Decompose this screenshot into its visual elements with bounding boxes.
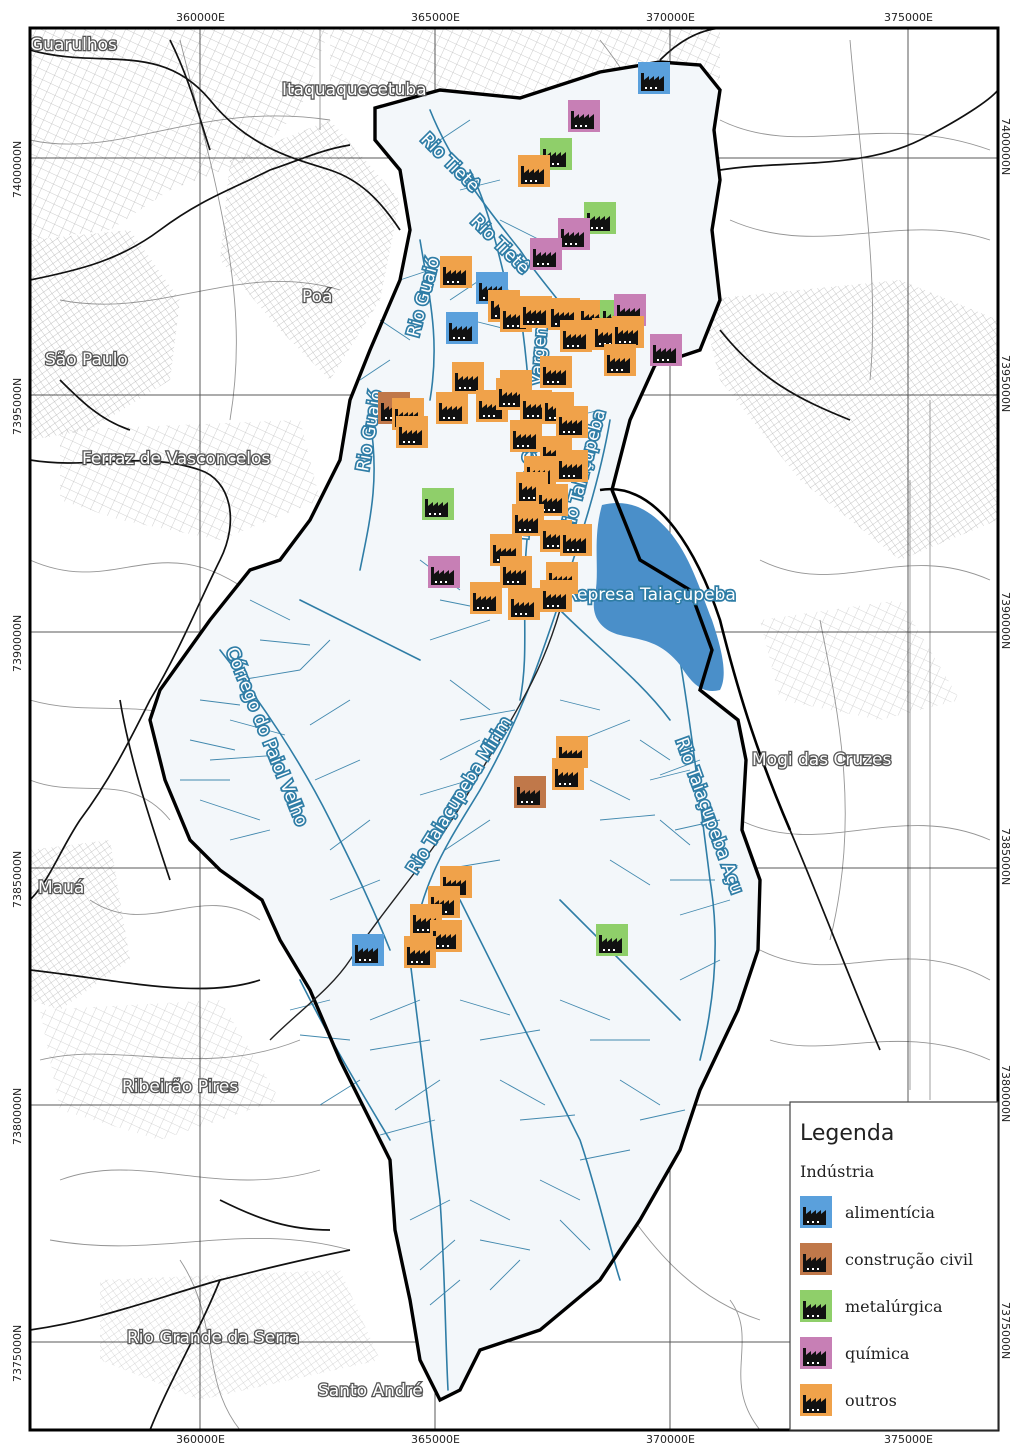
factory-icon xyxy=(446,312,478,344)
grid-label: 7390000N xyxy=(11,615,24,672)
factory-icon xyxy=(596,924,628,956)
watershed-boundary xyxy=(148,60,762,1403)
legend-title: Legenda xyxy=(800,1121,894,1146)
place-label: Poá xyxy=(302,287,332,307)
grid-label: 7400000N xyxy=(999,118,1011,175)
boundary-line-east xyxy=(599,487,792,831)
factory-icon xyxy=(568,100,600,132)
place-label: Guarulhos xyxy=(30,35,117,55)
factory-icon xyxy=(396,416,428,448)
place-labels: Guarulhos Itaquaquecetuba Poá São Paulo … xyxy=(30,34,893,1403)
place-label: Santo André xyxy=(318,1381,423,1401)
reservoir-label: Represa Taiaçupeba xyxy=(566,585,736,605)
grid-label: 365000E xyxy=(411,11,460,24)
grid-labels-right: 7400000N 7395000N 7390000N 7385000N 7380… xyxy=(999,118,1011,1359)
legend-item-label: química xyxy=(845,1344,910,1363)
grid-labels-bottom: 360000E 365000E 370000E 375000E xyxy=(176,1433,933,1446)
place-label: São Paulo xyxy=(45,350,128,370)
place-label: Ferraz de Vasconcelos xyxy=(82,449,270,469)
place-label: Ribeirão Pires xyxy=(122,1077,238,1097)
factory-icon xyxy=(500,556,532,588)
legend-subtitle: Indústria xyxy=(800,1162,875,1181)
grid-label: 7385000N xyxy=(999,828,1011,885)
legend: Legenda Indústria alimentícia construção … xyxy=(789,1101,999,1431)
grid-labels-left: 7400000N 7395000N 7390000N 7385000N 7380… xyxy=(11,141,24,1382)
grid-label: 375000E xyxy=(884,1433,933,1446)
factory-icon xyxy=(556,406,588,438)
grid-label: 7395000N xyxy=(11,378,24,435)
factory-icon xyxy=(514,776,546,808)
factory-icon xyxy=(352,934,384,966)
factory-icon xyxy=(800,1290,832,1322)
factory-icon xyxy=(800,1337,832,1369)
grid-label: 370000E xyxy=(646,11,695,24)
factory-icon xyxy=(612,316,644,348)
factory-icon xyxy=(540,580,572,612)
factory-icon xyxy=(436,392,468,424)
grid-label: 7400000N xyxy=(11,141,24,198)
factory-icon xyxy=(800,1243,832,1275)
legend-item-label: outros xyxy=(845,1391,897,1410)
factory-icon xyxy=(540,356,572,388)
factory-icon xyxy=(470,582,502,614)
legend-item-label: construção civil xyxy=(845,1250,973,1269)
factory-icon xyxy=(800,1384,832,1416)
highway-line xyxy=(269,609,561,1041)
factory-icon xyxy=(518,155,550,187)
factory-icon xyxy=(404,936,436,968)
grid-label: 7395000N xyxy=(999,355,1011,412)
factory-icon xyxy=(530,238,562,270)
legend-box xyxy=(789,1101,999,1431)
grid-label: 7380000N xyxy=(999,1065,1011,1122)
grid-label: 375000E xyxy=(884,11,933,24)
grid-label: 7375000N xyxy=(11,1325,24,1382)
factory-icon xyxy=(440,256,472,288)
factory-icon xyxy=(800,1196,832,1228)
factory-icon xyxy=(452,362,484,394)
factory-icon xyxy=(560,524,592,556)
represa-taiacupeba xyxy=(593,502,724,691)
legend-items: alimentícia construção civil metalúrgica qu… xyxy=(800,1196,973,1416)
place-label: Itaquaquecetuba xyxy=(282,80,427,100)
legend-item-label: metalúrgica xyxy=(845,1297,943,1316)
grid-label: 360000E xyxy=(176,1433,225,1446)
map-frame xyxy=(28,26,1000,1432)
grid-label: 7385000N xyxy=(11,851,24,908)
grid-label: 370000E xyxy=(646,1433,695,1446)
factory-icon xyxy=(560,320,592,352)
factory-icon xyxy=(512,504,544,536)
grid-label: 7380000N xyxy=(11,1088,24,1145)
factory-icon xyxy=(428,556,460,588)
factory-icon xyxy=(604,344,636,376)
factory-icon xyxy=(650,334,682,366)
grid-label: 7375000N xyxy=(999,1302,1011,1359)
grid-label: 7390000N xyxy=(999,592,1011,649)
place-label: Mauá xyxy=(38,878,84,898)
factory-icon xyxy=(638,62,670,94)
legend-item-label: alimentícia xyxy=(845,1203,935,1222)
place-label: Rio Grande da Serra xyxy=(127,1328,299,1348)
factory-icon xyxy=(556,450,588,482)
watershed-area xyxy=(150,62,760,1400)
place-label: Mogi das Cruzes xyxy=(752,750,891,770)
grid-label: 365000E xyxy=(411,1433,460,1446)
factory-icon xyxy=(422,488,454,520)
factory-icon xyxy=(558,218,590,250)
factory-icon xyxy=(552,758,584,790)
factory-icon xyxy=(508,588,540,620)
factory-icon xyxy=(510,420,542,452)
factory-icon xyxy=(520,296,552,328)
grid-labels-top: 360000E 365000E 370000E 375000E xyxy=(176,11,933,24)
grid-label: 360000E xyxy=(176,11,225,24)
